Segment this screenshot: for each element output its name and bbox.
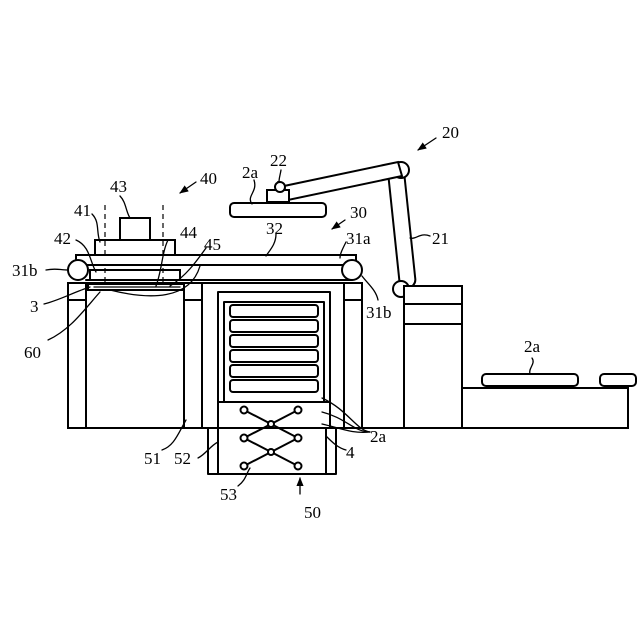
right-cabinet (404, 286, 462, 428)
label-51: 51 (144, 449, 161, 468)
label-2a-stack: 2a (370, 427, 387, 446)
label-2a-top: 2a (242, 163, 259, 182)
label-32: 32 (266, 219, 283, 238)
roller-left (68, 260, 88, 280)
label-20: 20 (442, 123, 459, 142)
label-22: 22 (270, 151, 287, 170)
output-conveyor (462, 388, 628, 428)
label-60: 60 (24, 343, 41, 362)
label-53: 53 (220, 485, 237, 504)
stacked-sheet (230, 350, 318, 362)
label-30: 30 (350, 203, 367, 222)
robot-arm (230, 162, 416, 297)
label-40: 40 (200, 169, 217, 188)
label-52: 52 (174, 449, 191, 468)
output-sheet-next (600, 374, 636, 386)
press-plate (90, 270, 180, 280)
label-3: 3 (30, 297, 39, 316)
frame-post-inner (184, 283, 202, 428)
left-frame (68, 283, 202, 428)
press-unit (90, 205, 180, 292)
robot-column (388, 169, 416, 288)
output-sheet (482, 374, 578, 386)
press-cylinder (120, 218, 150, 240)
roller-right (342, 260, 362, 280)
label-45: 45 (204, 235, 221, 254)
label-31b-right: 31b (366, 303, 392, 322)
right-post (344, 283, 362, 428)
label-43: 43 (110, 177, 127, 196)
held-sheet (230, 203, 326, 217)
label-41: 41 (74, 201, 91, 220)
label-50: 50 (304, 503, 321, 522)
stacked-sheet (230, 380, 318, 392)
stacked-sheet (230, 335, 318, 347)
frame-post-left (68, 283, 86, 428)
stacked-sheet (230, 320, 318, 332)
stack-housing (202, 283, 362, 428)
label-2a-right: 2a (524, 337, 541, 356)
label-4: 4 (346, 443, 355, 462)
label-31a: 31a (346, 229, 371, 248)
label-21: 21 (432, 229, 449, 248)
conveyor-belt (76, 255, 356, 265)
robot-wrist-joint (275, 182, 285, 192)
stacked-sheet (230, 305, 318, 317)
label-42: 42 (54, 229, 71, 248)
label-31b-left: 31b (12, 261, 38, 280)
label-44: 44 (180, 223, 198, 242)
robot-upper-arm (284, 162, 402, 200)
stacked-sheet (230, 365, 318, 377)
